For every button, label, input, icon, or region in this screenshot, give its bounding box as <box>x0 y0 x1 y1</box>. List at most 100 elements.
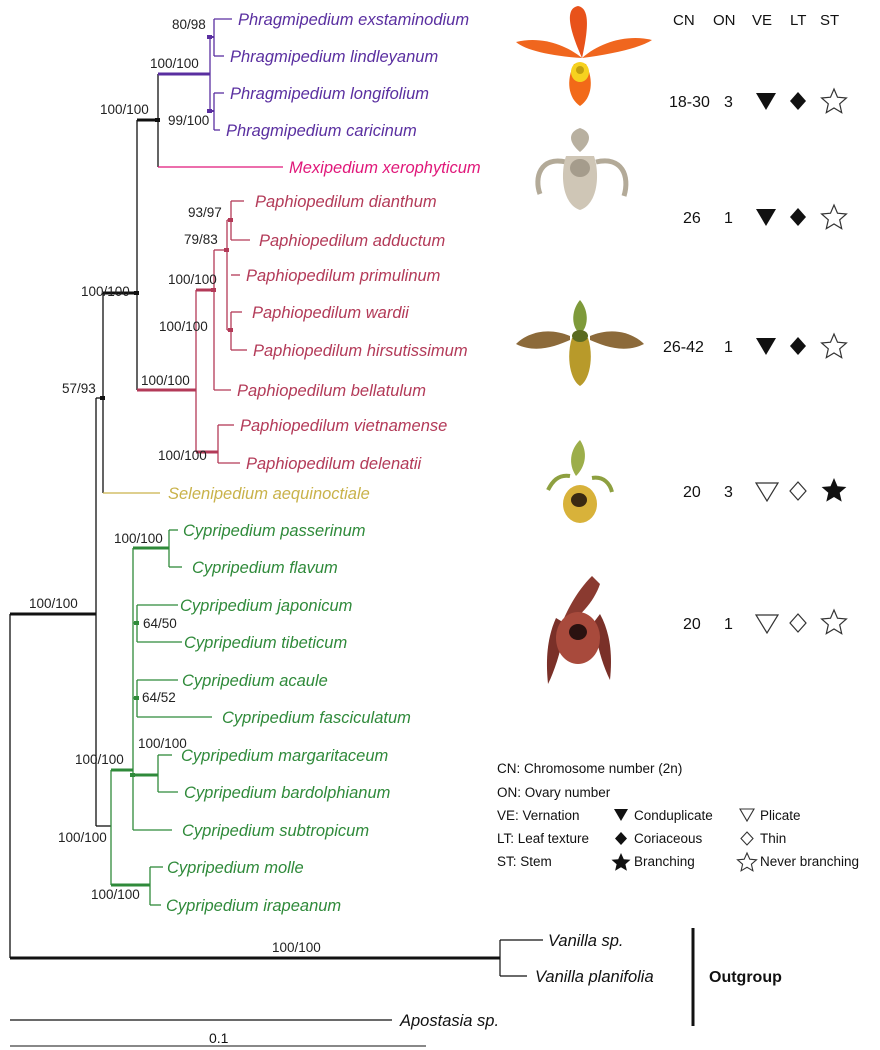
taxon-label: Paphiopedilum wardii <box>252 304 410 322</box>
trait-on: 3 <box>724 94 733 111</box>
legend-st: ST: Stem <box>497 854 552 869</box>
plicate-icon <box>740 809 754 821</box>
taxon-label: Phragmipedium lindleyanum <box>230 48 438 66</box>
taxon-label: Cypripedium tibeticum <box>184 634 347 652</box>
node-dot <box>134 291 139 295</box>
legend-conduplicate: Conduplicate <box>634 808 713 823</box>
mexipedium-flower <box>538 128 626 210</box>
support-label: 100/100 <box>272 940 321 955</box>
never-branching-icon <box>822 89 847 113</box>
support-label: 64/52 <box>142 690 176 705</box>
taxon-label: Cypripedium flavum <box>192 559 338 577</box>
node-dot <box>155 118 160 122</box>
taxon-label: Cypripedium japonicum <box>180 597 352 615</box>
node-dot <box>134 696 139 700</box>
support-label: 93/97 <box>188 205 222 220</box>
column-header-on: ON <box>713 12 736 29</box>
branching-icon <box>822 478 847 502</box>
trait-on: 1 <box>724 210 733 227</box>
taxon-label: Paphiopedilum delenatii <box>246 455 423 473</box>
support-label: 79/83 <box>184 232 218 247</box>
legend-cn: CN: Chromosome number (2n) <box>497 761 682 776</box>
conduplicate-icon <box>756 93 776 110</box>
node-dot <box>100 396 105 400</box>
taxon-label: Paphiopedilum bellatulum <box>237 382 426 400</box>
support-label: 100/100 <box>141 373 190 388</box>
node-dot <box>134 621 139 625</box>
scale-label: 0.1 <box>209 1030 229 1046</box>
legend-on: ON: Ovary number <box>497 785 611 800</box>
support-label: 100/100 <box>91 887 140 902</box>
taxon-label: Cypripedium margaritaceum <box>181 747 388 765</box>
never-branching-icon <box>822 610 847 634</box>
coriaceous-icon <box>790 208 806 226</box>
taxon-label: Cypripedium molle <box>167 859 304 877</box>
legend-coriaceous: Coriaceous <box>634 831 703 846</box>
node-dot <box>224 248 229 252</box>
taxon-label: Cypripedium passerinum <box>183 522 366 540</box>
conduplicate-icon <box>756 338 776 355</box>
cypripedium-flower <box>547 576 611 684</box>
support-label: 64/50 <box>143 616 177 631</box>
support-label: 100/100 <box>81 284 130 299</box>
taxon-label: Mexipedium xerophyticum <box>289 159 481 177</box>
thin-icon <box>741 832 753 845</box>
trait-cn: 26-42 <box>663 339 704 356</box>
column-header-st: ST <box>820 12 839 29</box>
trait-cn: 18-30 <box>669 94 710 111</box>
outgroup-label: Outgroup <box>709 969 782 986</box>
trait-cn: 20 <box>683 484 701 501</box>
legend-branching: Branching <box>634 854 695 869</box>
node-dot <box>228 328 233 332</box>
support-label: 57/93 <box>62 381 96 396</box>
legend: CN: Chromosome number (2n) ON: Ovary num… <box>497 761 859 871</box>
support-label: 100/100 <box>100 102 149 117</box>
phragmipedium-flower <box>516 6 652 106</box>
trait-on: 1 <box>724 339 733 356</box>
node-dot <box>228 218 233 222</box>
taxon-label: Vanilla sp. <box>548 932 624 950</box>
support-label: 100/100 <box>150 56 199 71</box>
support-label: 100/100 <box>114 531 163 546</box>
support-label: 99/100 <box>168 113 209 128</box>
trait-table: CN ON VE LT ST 18-30 3 26 1 26-42 1 20 3… <box>663 12 846 634</box>
taxon-label: Cypripedium fasciculatum <box>222 709 411 727</box>
taxon-label: Paphiopedilum primulinum <box>246 267 440 285</box>
support-label: 100/100 <box>159 319 208 334</box>
legend-thin: Thin <box>760 831 786 846</box>
taxon-label: Phragmipedium longifolium <box>230 85 429 103</box>
taxon-label: Cypripedium subtropicum <box>182 822 369 840</box>
plicate-icon <box>756 483 778 501</box>
support-label: 100/100 <box>158 448 207 463</box>
branching-icon <box>612 853 631 871</box>
thin-icon <box>790 482 806 500</box>
coriaceous-icon <box>790 337 806 355</box>
taxon-label: Selenipedium aequinoctiale <box>168 485 370 503</box>
legend-never-branching: Never branching <box>760 854 859 869</box>
never-branching-icon <box>822 205 847 229</box>
plicate-icon <box>756 615 778 633</box>
support-label: 100/100 <box>75 752 124 767</box>
taxon-label: Cypripedium bardolphianum <box>184 784 390 802</box>
taxon-label: Paphiopedilum hirsutissimum <box>253 342 468 360</box>
taxon-label: Paphiopedilum dianthum <box>255 193 437 211</box>
never-branching-icon <box>738 853 757 871</box>
node-dot <box>207 35 212 39</box>
support-label: 80/98 <box>172 17 206 32</box>
taxon-label: Paphiopedilum adductum <box>259 232 445 250</box>
legend-ve: VE: Vernation <box>497 808 580 823</box>
legend-lt: LT: Leaf texture <box>497 831 589 846</box>
conduplicate-icon <box>614 809 628 821</box>
support-label: 100/100 <box>138 736 187 751</box>
selenipedium-flower <box>548 440 612 523</box>
coriaceous-icon <box>615 832 627 845</box>
support-label: 100/100 <box>58 830 107 845</box>
coriaceous-icon <box>790 92 806 110</box>
column-header-lt: LT <box>790 12 806 29</box>
taxon-label: Phragmipedium exstaminodium <box>238 11 469 29</box>
taxon-label: Apostasia sp. <box>399 1012 499 1030</box>
node-dot <box>130 773 135 777</box>
trait-cn: 26 <box>683 210 701 227</box>
conduplicate-icon <box>756 209 776 226</box>
